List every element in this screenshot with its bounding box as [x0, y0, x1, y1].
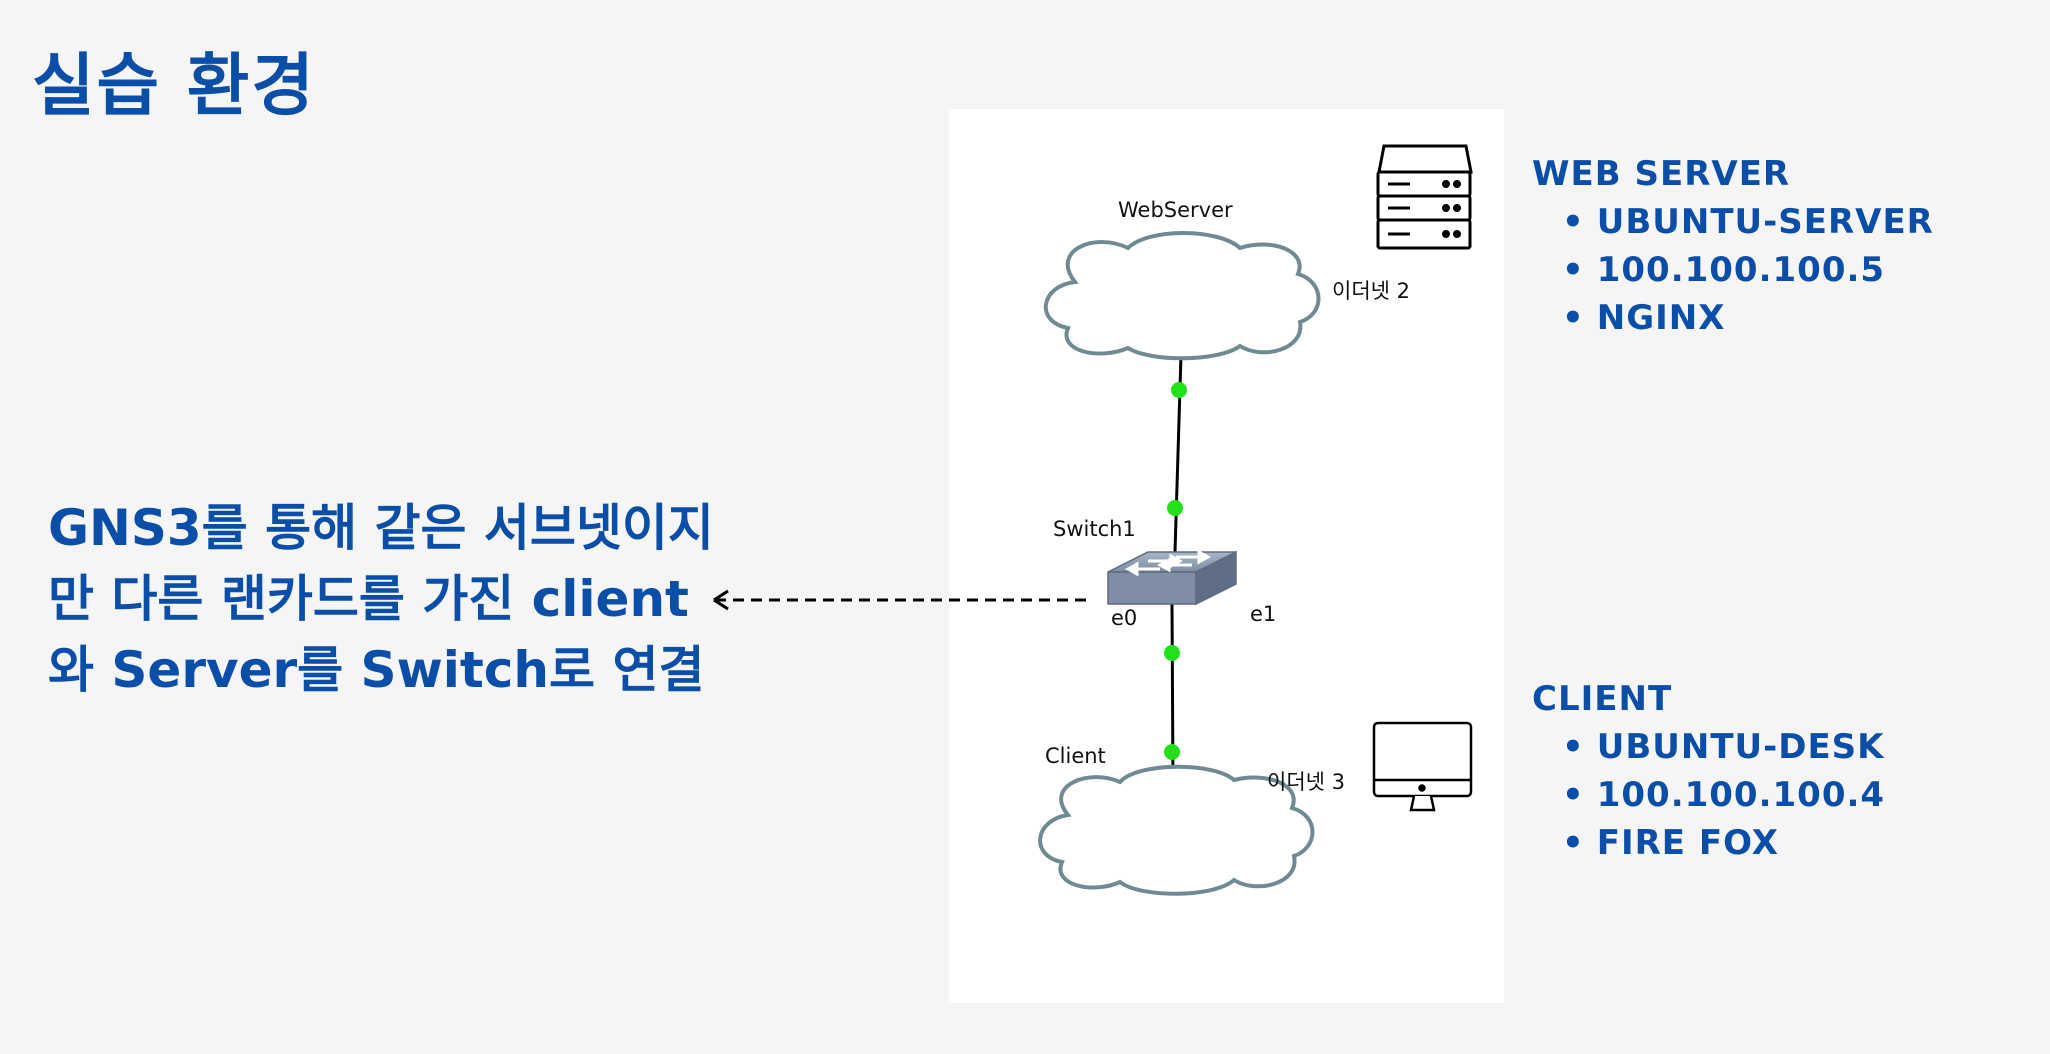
client-cloud: [1038, 764, 1315, 896]
web-server-info: WEB SERVER UBUNTU-SERVER 100.100.100.5 N…: [1532, 150, 1934, 342]
webserver-cloud: [1043, 231, 1321, 361]
port-e1-label: e1: [1250, 602, 1276, 626]
link-marker: [1167, 500, 1183, 516]
port-e0-label: e0: [1111, 606, 1137, 630]
list-item: FIRE FOX: [1532, 819, 1885, 867]
switch-icon: [1107, 549, 1237, 606]
client-label: Client: [1045, 744, 1106, 768]
monitor-icon: [1372, 721, 1473, 812]
description-text: GNS3를 통해 같은 서브넷이지 만 다른 랜카드를 가진 client 와 …: [48, 493, 714, 706]
list-item: NGINX: [1532, 294, 1934, 342]
webserver-label: WebServer: [1118, 198, 1233, 222]
list-item: UBUNTU-DESK: [1532, 723, 1885, 771]
arrow-head-lower: [713, 598, 729, 611]
page-title: 실습 환경: [32, 47, 316, 126]
description-line-1: GNS3를 통해 같은 서브넷이지: [48, 499, 714, 557]
list-item: 100.100.100.4: [1532, 771, 1885, 819]
switch-label: Switch1: [1053, 517, 1136, 541]
client-interface-label: 이더넷 3: [1267, 770, 1345, 794]
client-list: UBUNTU-DESK 100.100.100.4 FIRE FOX: [1532, 723, 1885, 867]
list-item: UBUNTU-SERVER: [1532, 198, 1934, 246]
link-marker: [1171, 382, 1187, 398]
client-info: CLIENT UBUNTU-DESK 100.100.100.4 FIRE FO…: [1532, 675, 1885, 867]
list-item: 100.100.100.5: [1532, 246, 1934, 294]
web-server-list: UBUNTU-SERVER 100.100.100.5 NGINX: [1532, 198, 1934, 342]
web-server-heading: WEB SERVER: [1532, 154, 1791, 194]
link-marker: [1164, 744, 1180, 760]
client-heading: CLIENT: [1532, 679, 1673, 719]
webserver-interface-label: 이더넷 2: [1332, 279, 1410, 303]
server-icon: [1376, 144, 1473, 250]
link-marker: [1164, 645, 1180, 661]
description-line-3: 와 Server를 Switch로 연결: [48, 641, 705, 699]
link-markers: [1164, 382, 1187, 760]
description-line-2: 만 다른 랜카드를 가진 client: [48, 570, 689, 628]
arrow-head: [713, 589, 729, 602]
